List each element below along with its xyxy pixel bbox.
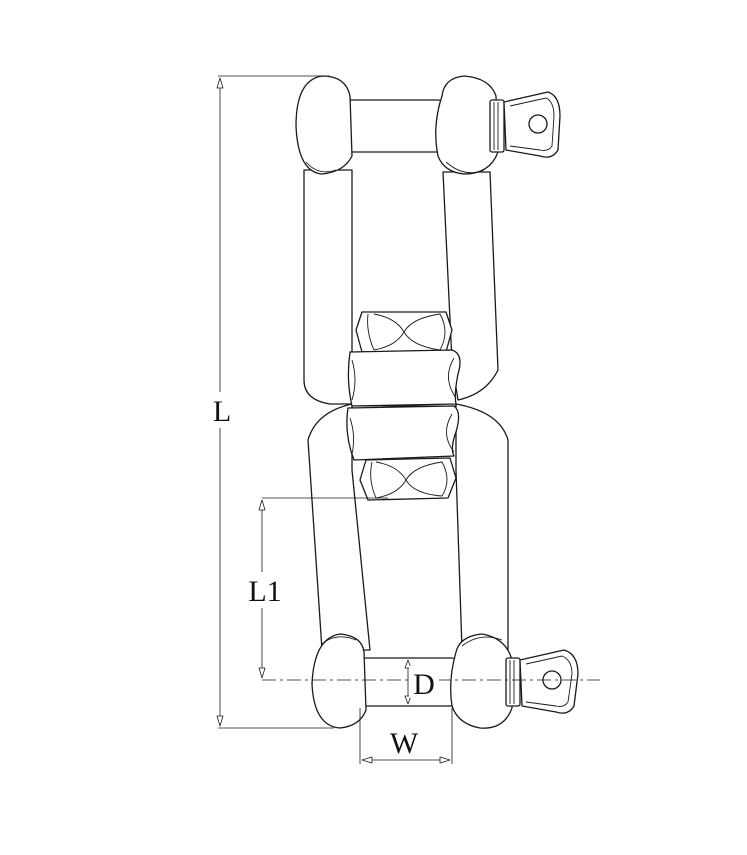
dim-label-L1: L1 [248,575,281,608]
dimensions: L L1 D W [204,75,600,764]
upper-right-leg [442,171,499,401]
upper-shackle [295,75,561,405]
lower-pin-stub [505,657,521,707]
lower-shackle [307,403,579,729]
dim-label-D: D [413,668,435,701]
lower-right-eye [450,633,513,729]
upper-collar [347,349,461,407]
lower-left-eye [311,633,367,729]
upper-pin-stub [489,99,505,153]
lower-right-leg [455,403,509,651]
lower-hex-nut [359,457,457,501]
dim-label-W: W [390,727,419,760]
dim-label-L: L [213,395,231,428]
lower-collar [346,405,460,461]
upper-pin [345,99,443,153]
upper-right-eye [435,75,499,175]
upper-pin-hole [528,114,548,134]
swivel-assembly [346,311,461,501]
upper-left-eye [295,75,353,175]
upper-left-leg [303,169,353,405]
